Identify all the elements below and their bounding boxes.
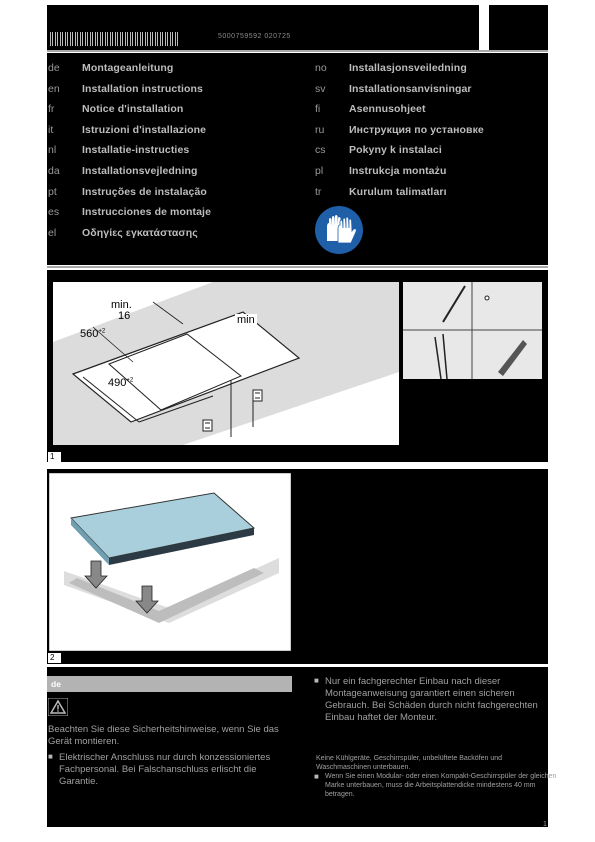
language-code: ru bbox=[315, 123, 325, 136]
language-code: da bbox=[48, 165, 60, 177]
figure1-detail-panel bbox=[403, 282, 542, 380]
bullet-marker: ■ bbox=[48, 752, 53, 761]
language-section-label: de bbox=[51, 679, 61, 689]
language-title: Οδηγίες εγκατάστασης bbox=[82, 226, 198, 239]
language-code: tr bbox=[315, 185, 322, 198]
language-title: Instruções de instalação bbox=[82, 185, 207, 198]
language-code: no bbox=[315, 62, 327, 74]
page-number: 1 bbox=[543, 821, 547, 828]
hob-placement-diagram bbox=[48, 472, 292, 652]
language-code: it bbox=[48, 123, 54, 136]
language-title: Installationsvejledning bbox=[82, 165, 198, 177]
doc-number: 5000759592 020725 bbox=[218, 33, 291, 40]
language-title: Asennusohjeet bbox=[349, 103, 426, 116]
language-title: Installationsanvisningar bbox=[349, 82, 472, 95]
text-section-block bbox=[47, 667, 548, 827]
dim-560-label: 560+2 bbox=[80, 328, 106, 340]
dim-min-label: min. bbox=[111, 299, 132, 311]
language-code: fi bbox=[315, 103, 321, 116]
language-code: nl bbox=[48, 144, 57, 157]
bullet-text: Wenn Sie einen Modular- oder einen Kompa… bbox=[325, 773, 557, 798]
language-title: Kurulum talimatları bbox=[349, 185, 447, 198]
language-title: Installatie-instructies bbox=[82, 144, 190, 157]
language-title: Montageanleitung bbox=[82, 62, 174, 74]
figure2-panel bbox=[48, 472, 292, 652]
safety-intro: Beachten Sie diese Sicherheitshinweise, … bbox=[48, 724, 279, 747]
language-code: de bbox=[48, 62, 60, 74]
language-section-bar bbox=[47, 676, 292, 692]
dim-16-label: 16 bbox=[118, 310, 131, 322]
language-title: Инструкция по установке bbox=[349, 123, 484, 136]
cutout-diagram bbox=[53, 282, 399, 445]
language-title: Istruzioni d'installazione bbox=[82, 123, 207, 136]
header-black-right bbox=[489, 5, 548, 52]
dim-min-right-label: min bbox=[235, 314, 257, 326]
language-block bbox=[47, 53, 548, 265]
language-code: es bbox=[48, 206, 60, 219]
figure1-number: 1 bbox=[48, 452, 61, 462]
language-title: Installasjonsveiledning bbox=[349, 62, 467, 74]
figure2-rule bbox=[47, 664, 305, 667]
language-code: pt bbox=[48, 185, 57, 198]
language-title: Instrucciones de montaje bbox=[82, 206, 212, 219]
warning-triangle-icon bbox=[47, 697, 69, 717]
figure1-panel: min. 16 560+2 490+2 min bbox=[53, 282, 399, 445]
bullet-text: Elektrischer Anschluss nur durch konzess… bbox=[59, 752, 271, 787]
figure2-number: 2 bbox=[48, 653, 61, 663]
edge-detail-diagram bbox=[403, 282, 542, 380]
dim-490-label: 490+2 bbox=[108, 377, 134, 389]
language-title: Instrukcja montażu bbox=[349, 165, 447, 177]
safety-gloves-icon bbox=[314, 205, 364, 255]
language-title: Notice d'installation bbox=[82, 103, 184, 116]
language-rule bbox=[47, 266, 548, 268]
language-title: Installation instructions bbox=[82, 82, 203, 95]
safety-note: Keine Kühlgeräte, Geschirrspüler, unbelü… bbox=[316, 755, 503, 771]
header-rule bbox=[47, 50, 548, 52]
language-title: Pokyny k instalaci bbox=[349, 144, 442, 157]
language-code: pl bbox=[315, 165, 324, 177]
bullet-text: Nur ein fachgerechter Einbau nach dieser… bbox=[325, 676, 538, 723]
figure1-rule bbox=[47, 463, 548, 466]
language-code: en bbox=[48, 82, 60, 95]
bullet-marker: ■ bbox=[314, 772, 319, 781]
language-code: sv bbox=[315, 82, 326, 95]
barcode bbox=[50, 32, 178, 46]
language-code: el bbox=[48, 226, 57, 239]
bullet-marker: ■ bbox=[314, 676, 319, 685]
language-code: fr bbox=[48, 103, 55, 116]
language-code: cs bbox=[315, 144, 326, 157]
